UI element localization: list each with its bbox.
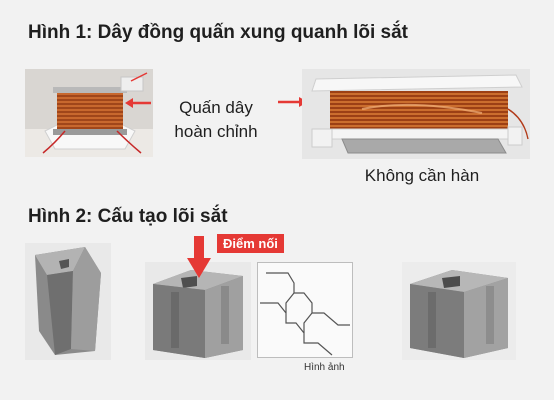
core-photo-right	[402, 262, 516, 360]
complete-winding-label: Quấn dây hoàn chỉnh	[168, 96, 264, 144]
coil-photo-right	[302, 69, 530, 159]
interlock-diagram	[257, 262, 353, 358]
core-photo-joint	[145, 262, 251, 360]
complete-winding-line1: Quấn dây	[179, 98, 253, 117]
complete-winding-line2: hoàn chỉnh	[174, 122, 258, 141]
joint-arrow	[187, 236, 211, 278]
image-caption: Hình ảnh	[304, 362, 345, 373]
coil-photo-left	[25, 69, 153, 157]
core-photo-tall	[25, 243, 111, 360]
joint-label: Điểm nối	[217, 234, 284, 253]
figure-1-title: Hình 1: Dây đồng quấn xung quanh lõi sắt	[28, 22, 408, 43]
figure-2-title: Hình 2: Cấu tạo lõi sắt	[28, 206, 228, 227]
no-weld-label: Không cần hàn	[364, 166, 480, 185]
